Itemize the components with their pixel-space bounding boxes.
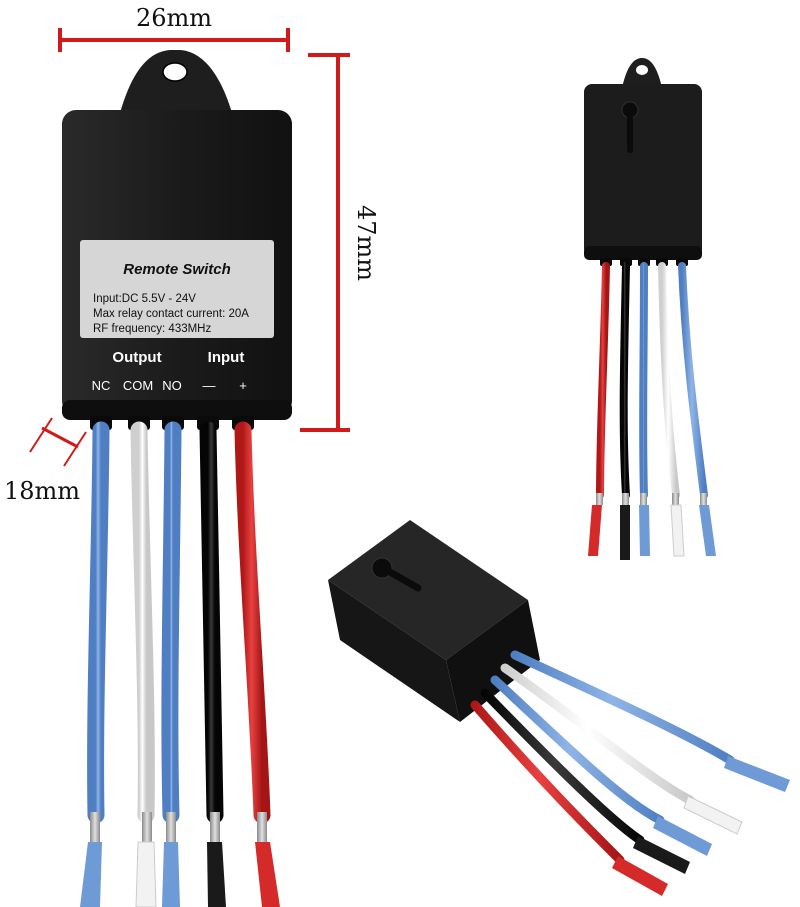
mounting-hole [162, 62, 188, 82]
wire-plus-red [234, 421, 271, 824]
wire-com-white [130, 421, 155, 824]
main-view: 26mm 47mm 18mm Remote Switch Input:DC 5.… [4, 4, 380, 907]
label-spec-input: Input:DC 5.5V - 24V [93, 293, 196, 305]
input-heading: Input [208, 349, 245, 366]
small-mounting-hole [636, 65, 648, 75]
label-spec-current: Max relay contact current: 20A [93, 308, 249, 320]
depth-dimension: 18mm [4, 417, 87, 505]
pin-no-label: NO [162, 378, 182, 393]
width-dimension: 26mm [58, 4, 290, 52]
label-title: Remote Switch [123, 261, 231, 278]
angled-view [328, 520, 790, 896]
pin-plus-label: + [239, 378, 247, 393]
wire-tips-main [80, 841, 280, 907]
wires-main [87, 421, 271, 824]
pin-minus-label: — [203, 378, 216, 393]
output-heading: Output [112, 349, 161, 366]
pin-nc-label: NC [92, 378, 111, 393]
width-dimension-label: 26mm [136, 4, 212, 32]
height-dimension-label: 47mm [352, 205, 380, 281]
front-view-small [584, 58, 716, 560]
pin-com-label: COM [123, 378, 153, 393]
label-spec-rf: RF frequency: 433MHz [93, 323, 211, 335]
spec-label [80, 240, 274, 338]
height-dimension: 47mm [300, 53, 380, 432]
wire-minus-black [199, 421, 224, 824]
wire-strands-main [90, 812, 267, 842]
small-receiver-housing [584, 84, 702, 256]
mounting-tab [118, 50, 234, 120]
wire-no-blue [161, 421, 182, 824]
wire-nc-blue [87, 421, 110, 824]
depth-dimension-label: 18mm [4, 477, 80, 505]
